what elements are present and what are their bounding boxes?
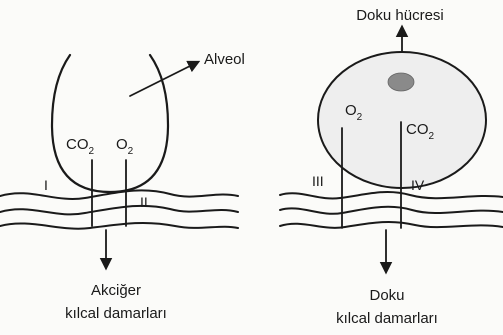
tissue-roman-iii: III: [312, 173, 324, 189]
lung-roman-i: I: [44, 177, 48, 193]
lung-capillary-top-wall: [0, 190, 238, 199]
tissue-cell-nucleus: [388, 73, 414, 91]
lung-o2-label: O2: [116, 136, 134, 157]
tissue-cell-label: Doku hücresi: [356, 7, 444, 24]
lung-roman-ii: II: [140, 194, 148, 210]
lung-caption-line2: kılcal damarları: [65, 305, 167, 322]
lung-capillary-lower-wall: [0, 223, 238, 229]
tissue-capillary-top-wall: [280, 192, 503, 199]
alveolus-sac: [52, 55, 168, 192]
tissue-cell: [318, 52, 486, 188]
tissue-panel: Doku hücresi O2 CO2 III IV Doku kılcal d…: [280, 7, 503, 327]
tissue-caption-line1: Doku: [369, 287, 404, 304]
lung-co2-label: CO2: [66, 136, 95, 157]
lung-capillary-bottom-wall: [0, 206, 238, 215]
tissue-roman-iv: IV: [411, 177, 425, 193]
tissue-capillary-middle-wall: [280, 207, 503, 214]
tissue-capillary-bottom-wall: [280, 222, 503, 228]
tissue-caption-line2: kılcal damarları: [336, 310, 438, 327]
lung-caption-line1: Akciğer: [91, 282, 141, 299]
lung-panel: Alveol CO2 O2 I II Akciğer kılcal damarl…: [0, 51, 245, 322]
alveolus-label: Alveol: [204, 51, 245, 68]
